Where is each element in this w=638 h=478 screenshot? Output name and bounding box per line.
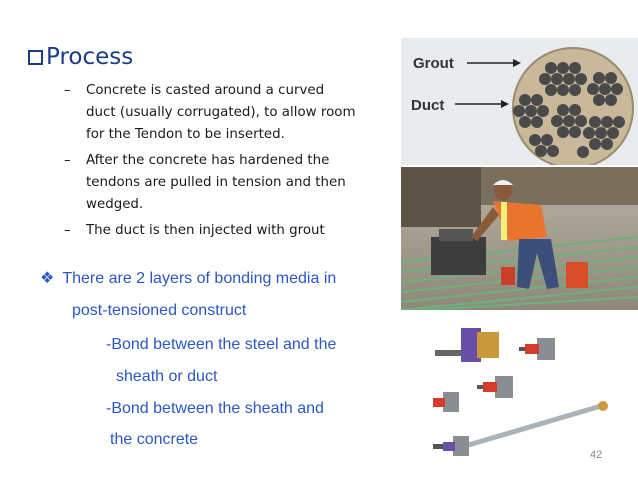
anchorage-components-svg [433, 328, 608, 456]
bullet-item: – The duct is then injected with grout [64, 220, 384, 242]
bonding-intro-text: There are 2 layers of bonding media in [62, 270, 337, 287]
dash-bullet-icon: – [64, 83, 71, 98]
bonding-intro-line: ❖ There are 2 layers of bonding media in [40, 268, 336, 288]
slide-title: Process [28, 44, 133, 70]
dash-bullet-icon: – [64, 153, 71, 168]
construction-site-photo [400, 167, 638, 312]
bonding-item-2-line-2: the concrete [110, 431, 199, 448]
bonding-item-1-line-2: sheath or duct [116, 368, 218, 385]
bonding-intro-line-2: post-tensioned construct [72, 302, 247, 319]
anchorage-components-figure [425, 318, 615, 468]
checkbox-bullet-icon [28, 49, 43, 65]
bonding-item-1-line-1: -Bond between the steel and the [106, 336, 337, 353]
bullet-item: – After the concrete has hardened the te… [64, 150, 384, 216]
process-bullet-list: – Concrete is casted around a curved duc… [64, 80, 384, 246]
duct-label: Duct [411, 97, 444, 114]
bullet-line: The duct is then injected with grout [86, 223, 325, 238]
bullet-line: duct (usually corrugated), to allow room [86, 105, 356, 120]
bonding-item-2-line-1: -Bond between the sheath and [106, 400, 324, 417]
duct-cross-section-svg: Grout Duct [401, 38, 638, 169]
grout-label: Grout [413, 55, 454, 72]
bullet-line: wedged. [86, 197, 144, 212]
diamond-bullet-icon: ❖ [40, 270, 55, 287]
page-number: 42 [590, 449, 603, 461]
bullet-line: tendons are pulled in tension and then [86, 175, 346, 190]
construction-site-svg [400, 167, 638, 312]
bullet-line: After the concrete has hardened the [86, 153, 330, 168]
bullet-item: – Concrete is casted around a curved duc… [64, 80, 384, 146]
dash-bullet-icon: – [64, 223, 71, 238]
bullet-line: for the Tendon to be inserted. [86, 127, 285, 142]
duct-cross-section-figure: Grout Duct [401, 38, 638, 169]
bullet-line: Concrete is casted around a curved [86, 83, 325, 98]
title-text: Process [46, 44, 134, 70]
